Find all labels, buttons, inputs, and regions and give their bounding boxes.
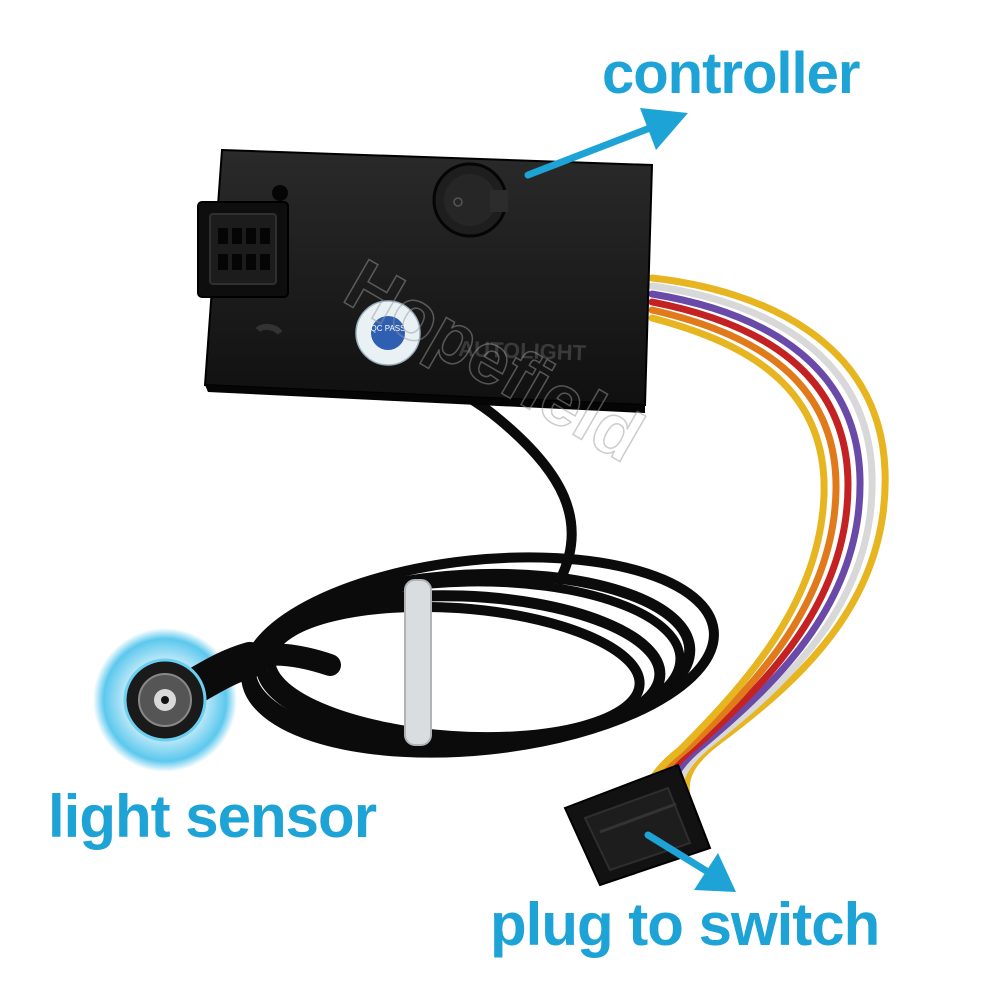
controller-label: controller bbox=[602, 41, 860, 106]
arrow-right-up-icon bbox=[524, 108, 688, 179]
switch-plug bbox=[563, 763, 712, 887]
qc-pass-sticker: QC PASS bbox=[355, 300, 421, 366]
light-sensor bbox=[93, 628, 268, 772]
qc-sticker-text: QC PASS bbox=[371, 324, 406, 333]
cable-tie bbox=[404, 579, 432, 746]
plug-to-switch-label: plug to switch bbox=[490, 891, 880, 958]
brand-text: AUTOLIGHT bbox=[458, 336, 587, 365]
wire-bundle bbox=[643, 274, 889, 804]
light-sensor-label: light sensor bbox=[48, 783, 377, 850]
controller-box: QC PASS AUTOLIGHT bbox=[197, 148, 654, 413]
arrow-right-down-icon bbox=[644, 831, 736, 892]
